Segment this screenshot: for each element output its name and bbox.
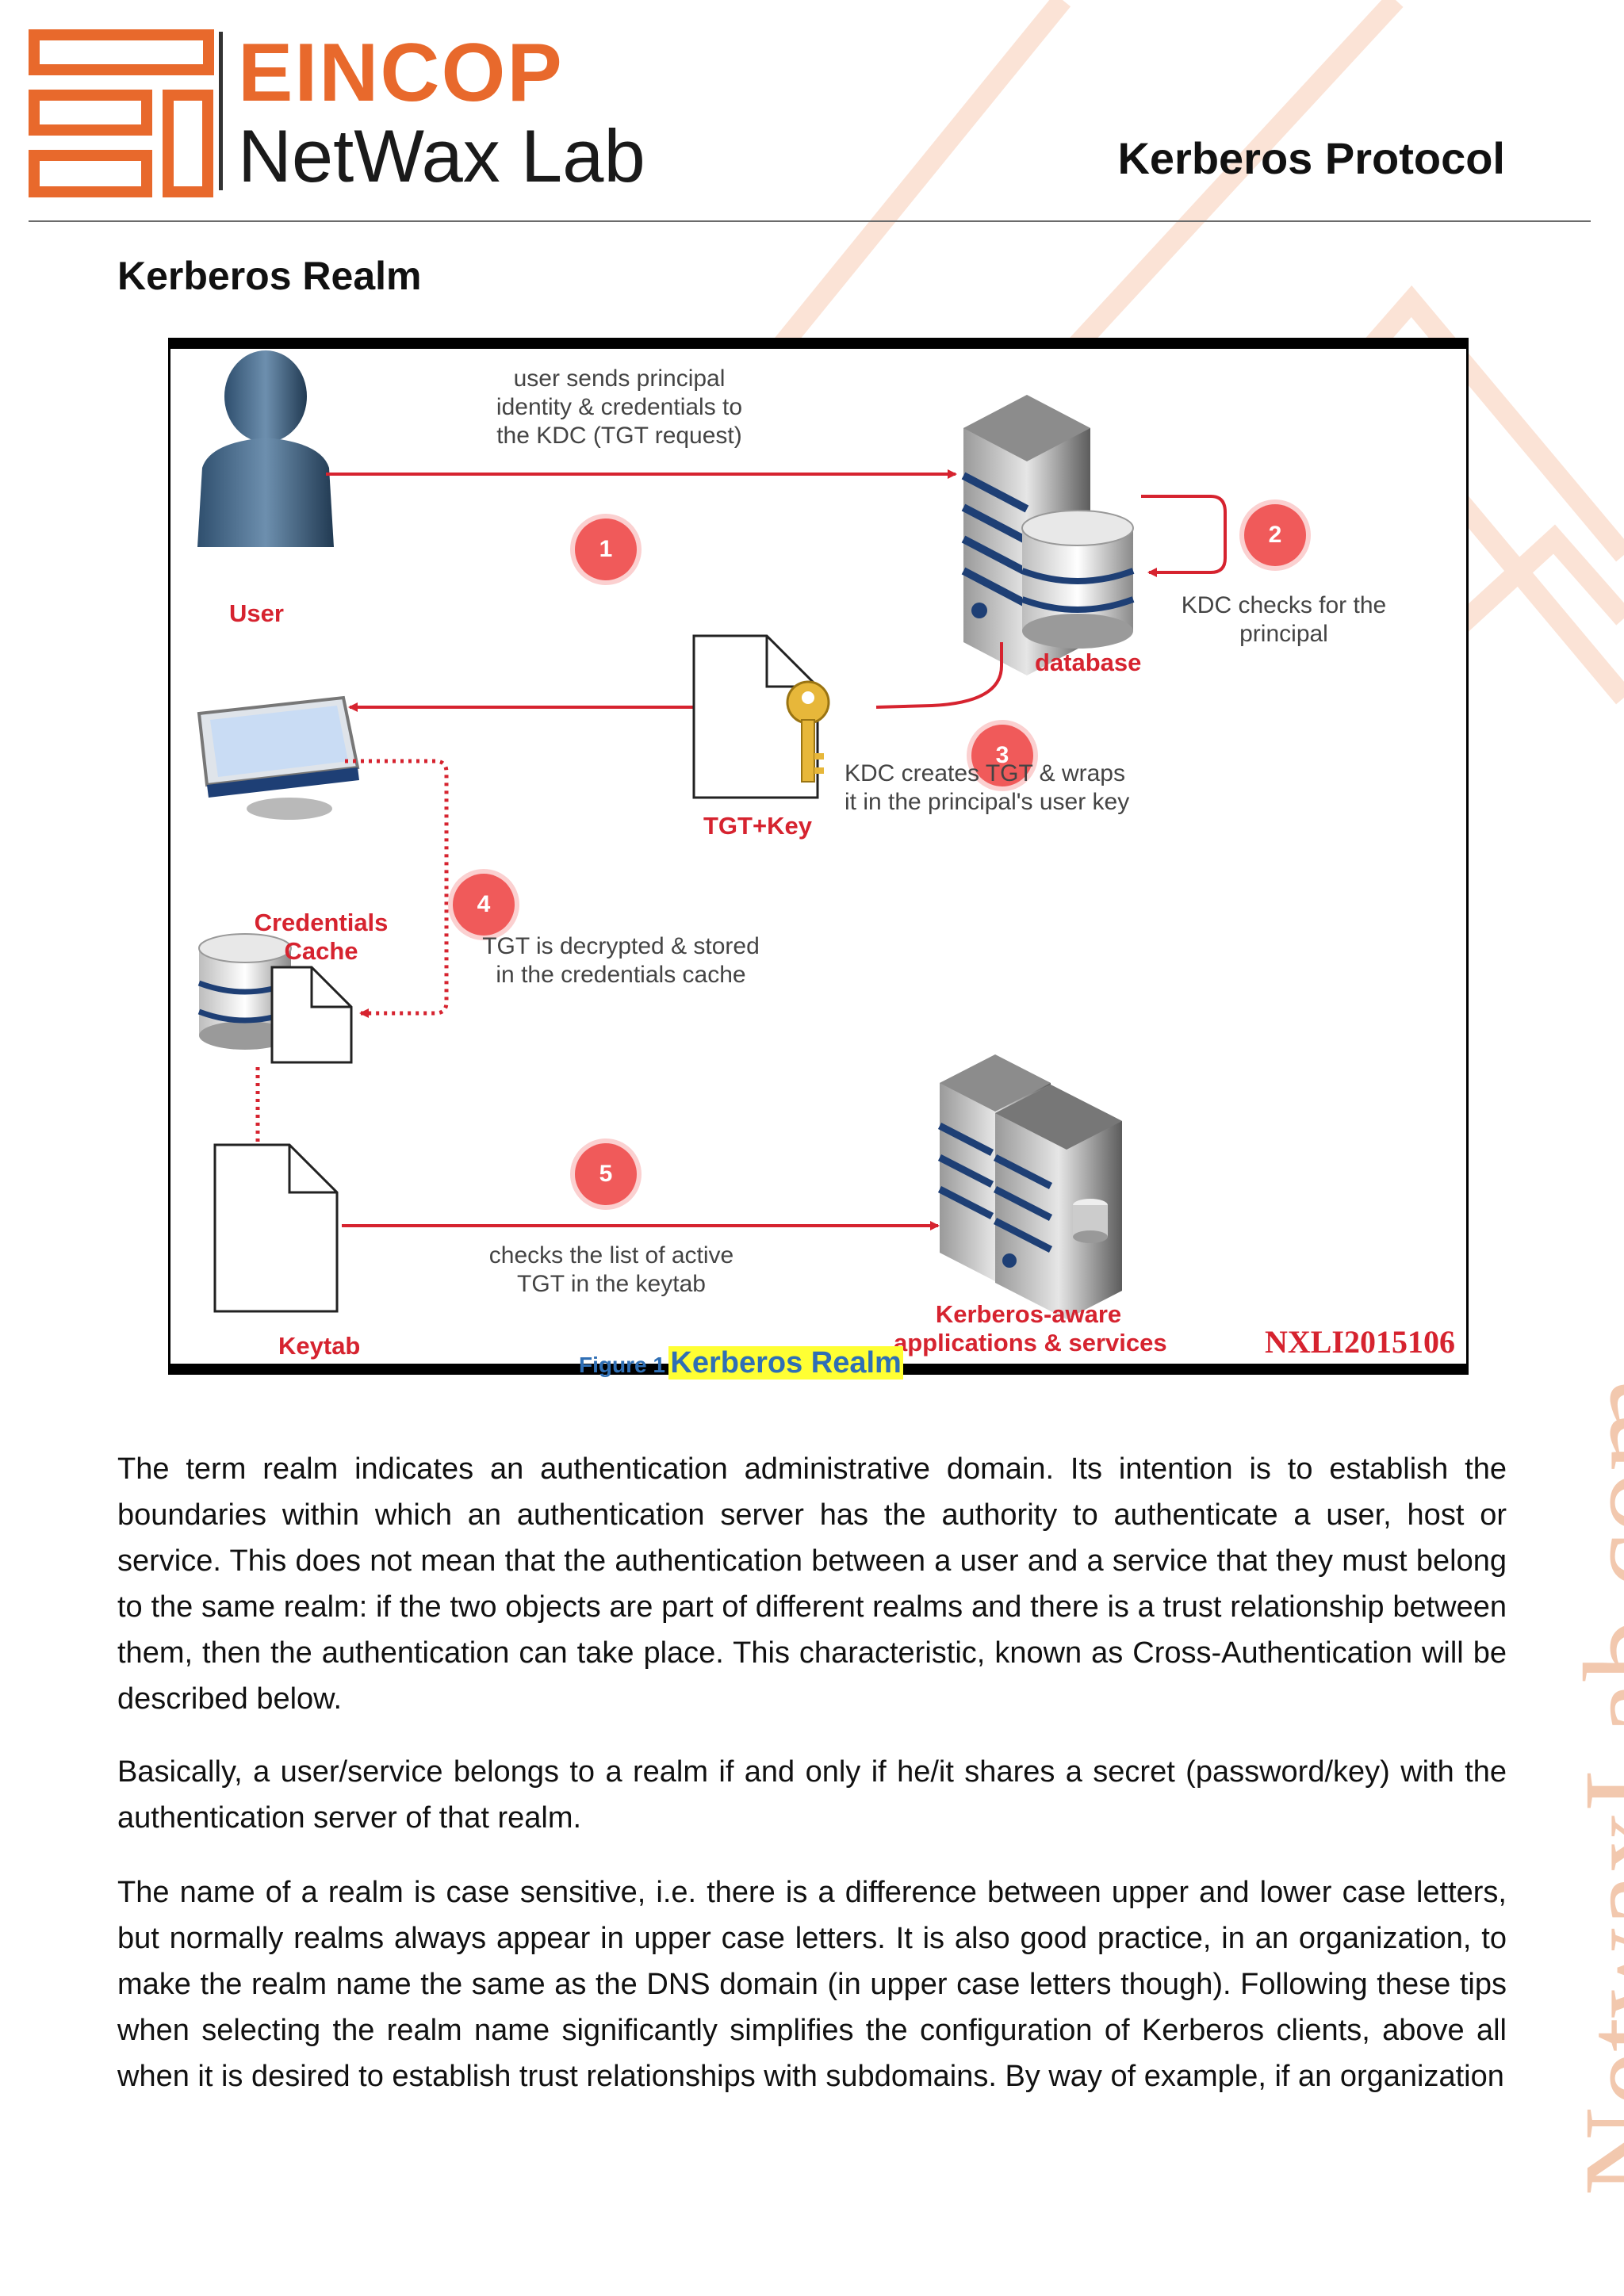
step-5-badge: 5 bbox=[575, 1143, 637, 1205]
credentials-cache-icon bbox=[197, 933, 353, 1064]
eincop-logo-mark bbox=[29, 29, 214, 197]
application-servers-icon bbox=[937, 1054, 1122, 1319]
diagram-graphics bbox=[197, 350, 1227, 1319]
step-5-line: checks the list of active bbox=[488, 1242, 734, 1269]
figure-reference-code: NXLI2015106 bbox=[1264, 1324, 1455, 1360]
step-1-text: user sends principal identity & credenti… bbox=[453, 365, 786, 450]
paragraph-realm-naming: The name of a realm is case sensitive, i… bbox=[117, 1876, 1507, 2093]
label-credentials-line: Credentials bbox=[254, 909, 389, 936]
header-divider bbox=[29, 220, 1591, 222]
step-1-line: user sends principal bbox=[513, 365, 726, 392]
step-5-text: checks the list of active TGT in the key… bbox=[445, 1242, 778, 1299]
step-4-badge: 4 bbox=[453, 874, 515, 936]
step-3-text: KDC creates TGT & wraps it in the princi… bbox=[845, 760, 1178, 817]
keytab-document-icon bbox=[213, 1143, 339, 1313]
step-4-line: TGT is decrypted & stored bbox=[482, 933, 760, 959]
label-cache-line: Cache bbox=[284, 937, 358, 965]
brand-name-bottom: NetWax Lab bbox=[238, 114, 645, 197]
figure-caption: Figure 1 Kerberos Realm bbox=[579, 1346, 903, 1380]
label-apps-line: applications & services bbox=[894, 1329, 1167, 1357]
step-3-badge: 3 bbox=[971, 725, 1033, 786]
document-title: Kerberos Protocol bbox=[1117, 133, 1505, 183]
label-keytab: Keytab bbox=[278, 1332, 361, 1360]
key-icon bbox=[786, 680, 830, 783]
step-4-line: in the credentials cache bbox=[496, 962, 746, 988]
step-2-text: KDC checks for the principal bbox=[1159, 591, 1409, 649]
logo-divider bbox=[219, 32, 223, 190]
step-2-line: KDC checks for the bbox=[1181, 592, 1387, 618]
caption-text: Kerberos Realm bbox=[668, 1346, 903, 1380]
arrow-tgt-return bbox=[875, 642, 1003, 709]
step-3-line: it in the principal's user key bbox=[845, 789, 1130, 815]
step-2-badge: 2 bbox=[1244, 504, 1306, 566]
label-tgt-key: TGT+Key bbox=[703, 812, 812, 840]
section-heading: Kerberos Realm bbox=[117, 254, 422, 298]
brand-name-top: EINCOP bbox=[238, 27, 564, 119]
step-3-line: KDC creates TGT & wraps bbox=[845, 760, 1125, 786]
database-icon bbox=[1021, 510, 1135, 649]
label-user: User bbox=[229, 599, 284, 627]
arrow-kdc-check bbox=[1141, 495, 1227, 577]
kerberos-realm-diagram: 1 2 3 4 5 user sends principal identity … bbox=[168, 338, 1469, 1375]
step-5-line: TGT in the keytab bbox=[517, 1271, 706, 1297]
step-4-text: TGT is decrypted & stored in the credent… bbox=[454, 932, 787, 989]
monitor-icon bbox=[197, 695, 360, 820]
paragraph-realm-membership: Basically, a user/service belongs to a r… bbox=[117, 1755, 1507, 1835]
label-kerberos-apps: Kerberos-aware applications & services bbox=[894, 1300, 1167, 1357]
label-credentials-cache: Credentials Cache bbox=[242, 909, 400, 966]
label-apps-line: Kerberos-aware bbox=[935, 1300, 1122, 1328]
step-1-badge: 1 bbox=[575, 519, 637, 580]
step-1-line: identity & credentials to bbox=[496, 394, 743, 420]
vertical-watermark: NetwaxLab.com bbox=[1558, 1375, 1624, 2196]
step-2-line: principal bbox=[1239, 621, 1328, 647]
user-person-icon bbox=[197, 350, 334, 547]
paragraph-realm-definition: The term realm indicates an authenticati… bbox=[117, 1452, 1507, 1716]
arrow-store-cache bbox=[345, 759, 449, 1018]
label-database: database bbox=[1035, 649, 1142, 676]
step-1-line: the KDC (TGT request) bbox=[496, 423, 742, 449]
caption-number: Figure 1 bbox=[579, 1353, 665, 1377]
